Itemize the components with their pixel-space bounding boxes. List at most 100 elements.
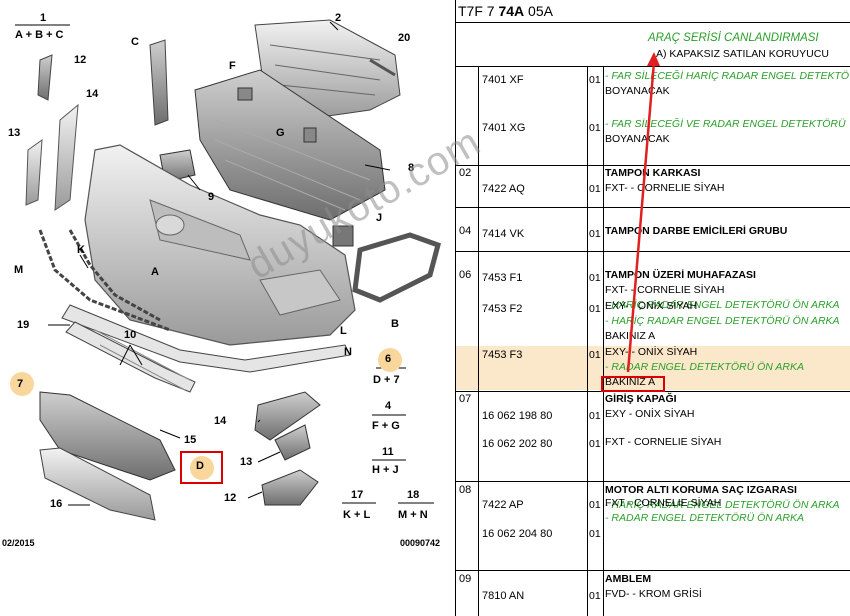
part-reference: 7453 F3 <box>482 349 523 361</box>
group-number: 04 <box>459 225 472 237</box>
divider <box>456 570 850 571</box>
part-description-line: EXY- - ONİX SİYAH <box>605 300 698 312</box>
label-kl: K + L <box>343 509 371 521</box>
label-20: 20 <box>398 32 411 44</box>
part-reference: 7453 F2 <box>482 303 523 315</box>
doc-code: T7F 7 74A 05A <box>458 3 553 19</box>
label-hj: H + J <box>372 464 399 476</box>
highlight-box-bakiniz <box>601 376 665 392</box>
column-line <box>603 66 604 616</box>
label-b: B <box>391 318 399 330</box>
doc-code-prefix: T7F 7 <box>458 3 499 19</box>
part-description-line: TAMPON KARKASI <box>605 167 701 179</box>
quantity: 01 <box>589 303 601 315</box>
quantity: 01 <box>589 349 601 361</box>
part-description-line: - RADAR ENGEL DETEKTÖRÜ ÖN ARKA <box>605 361 804 373</box>
quantity: 01 <box>589 272 601 284</box>
label-19: 19 <box>17 319 30 331</box>
quantity: 01 <box>589 438 601 450</box>
part-reference: 7422 AQ <box>482 183 525 195</box>
label-j: J <box>376 212 383 224</box>
part-description-line: TAMPON DARBE EMİCİLERİ GRUBU <box>605 225 788 237</box>
part-reference: 7414 VK <box>482 228 525 240</box>
part-reference: 16 062 202 80 <box>482 438 553 450</box>
label-8: 8 <box>408 162 415 174</box>
label-18: 18 <box>407 489 420 501</box>
highlight-circle-7 <box>10 372 34 396</box>
part-reference: 16 062 204 80 <box>482 528 553 540</box>
label-1: 1 <box>40 12 47 24</box>
part-description-line: EXY- - ONİX SİYAH <box>605 346 698 358</box>
part-description-line: TAMPON ÜZERİ MUHAFAZASI <box>605 269 756 281</box>
doc-code-suffix: 05A <box>524 3 553 19</box>
label-mn: M + N <box>398 509 428 521</box>
highlight-row-7453f3 <box>456 346 850 390</box>
label-m: M <box>14 264 24 276</box>
label-n: N <box>344 346 352 358</box>
diagram-doc-number: 00090742 <box>400 538 441 548</box>
diagram-date: 02/2015 <box>2 538 35 548</box>
label-13-left: 13 <box>8 127 21 139</box>
label-13-mid: 13 <box>240 456 253 468</box>
label-11: 11 <box>382 446 394 458</box>
part-description-line: FXT- - CORNELIE SİYAH <box>605 182 725 194</box>
quantity: 01 <box>589 74 601 86</box>
label-16: 16 <box>50 498 63 510</box>
part-reference: 7453 F1 <box>482 272 523 284</box>
label-c: C <box>131 36 139 48</box>
highlight-circle-6 <box>378 348 402 372</box>
part-description-line: - HARİÇ RADAR ENGEL DETEKTÖRÜ ÖN ARKA <box>605 499 840 511</box>
label-9: 9 <box>208 191 215 203</box>
quantity: 01 <box>589 228 601 240</box>
parts-list: T7F 7 74A 05A ARAÇ SERİSİ CANLANDIRMASI … <box>455 0 850 616</box>
part-description-line: - HARİÇ RADAR ENGEL DETEKTÖRÜ ÖN ARKA <box>605 315 840 327</box>
column-line <box>587 66 588 616</box>
label-d7: D + 7 <box>373 374 400 386</box>
red-arrow <box>626 52 660 373</box>
part-description-line: AMBLEM <box>605 573 652 585</box>
quantity: 01 <box>589 528 601 540</box>
header-sub: A) KAPAKSIZ SATILAN KORUYUCU <box>656 48 829 60</box>
part-description-line: FXT - CORNELIE SİYAH <box>605 436 722 448</box>
label-2: 2 <box>335 12 342 24</box>
group-number: 09 <box>459 573 472 585</box>
part-description-line: BOYANACAK <box>605 133 670 145</box>
divider <box>456 22 850 23</box>
bumper-exploded-drawing <box>15 19 442 521</box>
parts-diagram: 1 A + B + C 2 C 12 20 F 14 13 G 8 9 J K … <box>2 12 442 548</box>
part-description-line: BAKINIZ A <box>605 376 656 388</box>
divider <box>456 481 850 482</box>
quantity: 01 <box>589 183 601 195</box>
label-6: 6 <box>385 353 392 365</box>
label-d: D <box>196 460 204 472</box>
label-l: L <box>340 325 347 337</box>
quantity: 01 <box>589 499 601 511</box>
part-description-line: MOTOR ALTI KORUMA SAÇ IZGARASI <box>605 484 797 496</box>
label-12-bottom: 12 <box>224 492 237 504</box>
label-10: 10 <box>124 329 137 341</box>
group-number: 07 <box>459 393 472 405</box>
highlight-box-d <box>180 451 223 484</box>
label-7: 7 <box>17 378 24 390</box>
label-14-left: 14 <box>86 88 99 100</box>
part-description-line: BOYANACAK <box>605 85 670 97</box>
part-description-line: FXT - CORNELIE SİYAH <box>605 497 722 509</box>
part-reference: 7810 AN <box>482 590 525 602</box>
part-reference: 7401 XG <box>482 122 526 134</box>
label-f: F <box>229 60 236 72</box>
part-description-line: FVD- - KROM GRİSİ <box>605 588 702 600</box>
group-number: 06 <box>459 269 472 281</box>
group-number: 08 <box>459 484 472 496</box>
quantity: 01 <box>589 590 601 602</box>
label-17: 17 <box>351 489 364 501</box>
label-12-top: 12 <box>74 54 87 66</box>
header-green: ARAÇ SERİSİ CANLANDIRMASI <box>648 32 819 44</box>
label-15: 15 <box>184 434 197 446</box>
part-reference: 16 062 198 80 <box>482 410 553 422</box>
part-description-line: GİRİŞ KAPAĞI <box>605 393 677 405</box>
part-reference: 7401 XF <box>482 74 524 86</box>
label-g: G <box>276 127 285 139</box>
label-a: A <box>151 266 159 278</box>
quantity: 01 <box>589 122 601 134</box>
part-description-line: - HARİÇ RADAR ENGEL DETEKTÖRÜ ÖN ARKA <box>605 299 840 311</box>
